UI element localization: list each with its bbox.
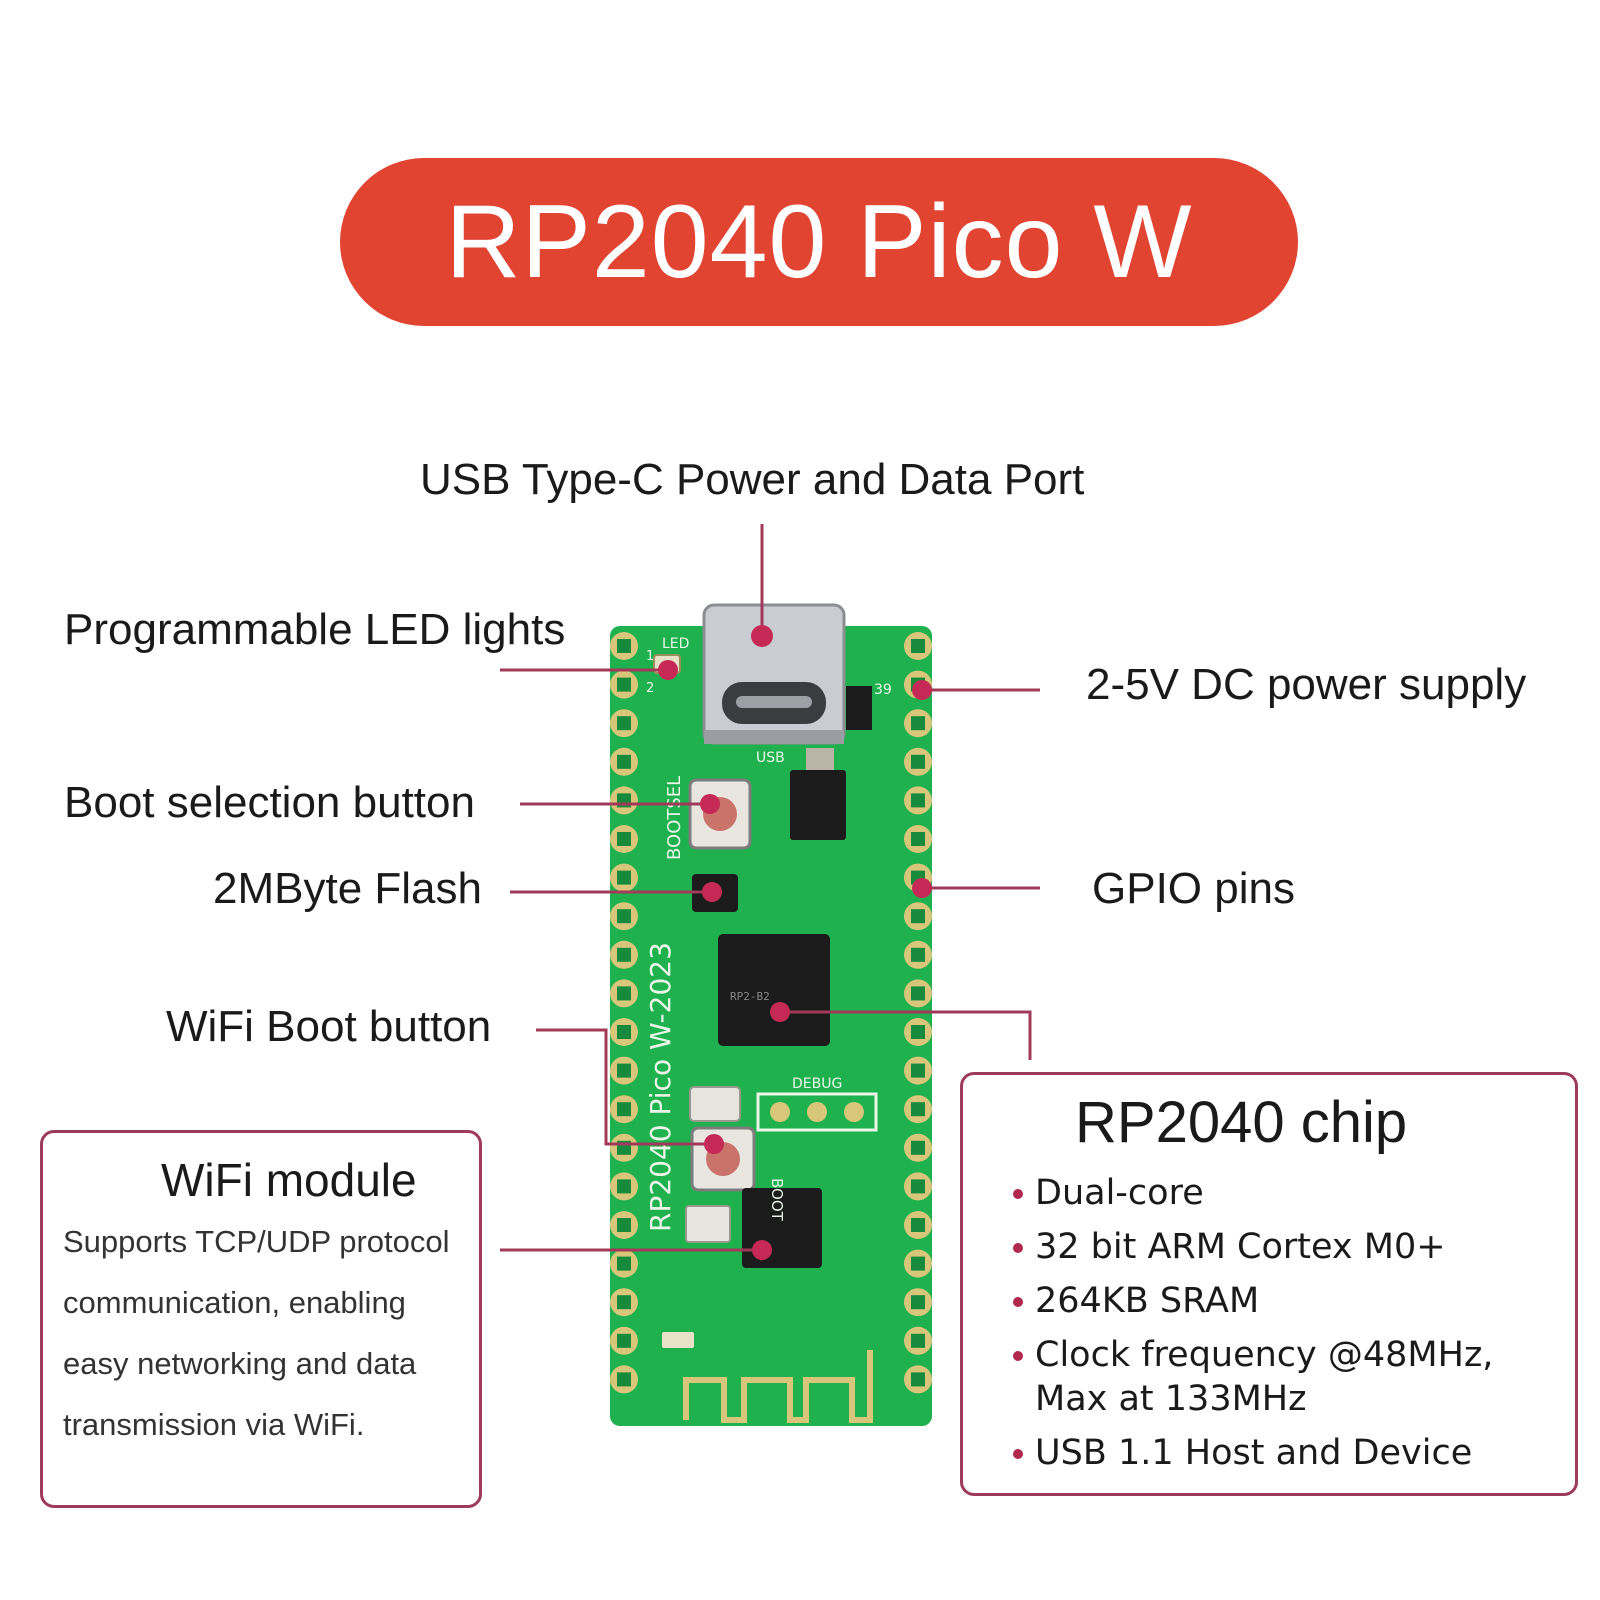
gpio-pad-hole bbox=[617, 947, 631, 962]
silkscreen-usb: USB bbox=[756, 750, 785, 766]
power-supply-label: 2-5V DC power supply bbox=[1086, 660, 1527, 709]
gpio-pad-hole bbox=[911, 1333, 925, 1348]
gpio-pad-hole bbox=[911, 1063, 925, 1078]
wifi-boot-callout-line bbox=[536, 1028, 714, 1146]
gpio-pad-hole bbox=[911, 716, 925, 731]
bootsel-label: Boot selection button bbox=[64, 778, 475, 827]
gpio-pad-hole bbox=[911, 1372, 925, 1387]
gpio-pad-hole bbox=[911, 639, 925, 653]
gpio-pad-hole bbox=[617, 1333, 631, 1348]
chip-feature-item: Clock frequency @48MHz, Max at 133MHz bbox=[1013, 1333, 1555, 1421]
gpio-pad-hole bbox=[617, 832, 631, 846]
flash-callout-dot bbox=[702, 882, 722, 902]
wifi-module-title: WiFi module bbox=[161, 1154, 417, 1206]
silkscreen-debug: DEBUG bbox=[792, 1076, 842, 1092]
gpio-pad-hole bbox=[617, 986, 631, 1001]
chip-feature-item: 32 bit ARM Cortex M0+ bbox=[1013, 1225, 1555, 1269]
gpio-pad-hole bbox=[911, 1140, 925, 1155]
wifi-module-callout-dot bbox=[752, 1240, 772, 1260]
gpio-pad-hole bbox=[911, 986, 925, 1001]
led-callout-dot bbox=[658, 660, 678, 680]
title-banner: RP2040 Pico W bbox=[340, 158, 1298, 326]
wifi-module-description: Supports TCP/UDP protocol communication,… bbox=[63, 1224, 450, 1442]
crystal bbox=[689, 1086, 741, 1122]
gpio-pad-hole bbox=[911, 1256, 925, 1271]
chip-feature-list: Dual-core 32 bit ARM Cortex M0+ 264KB SR… bbox=[1013, 1171, 1555, 1485]
silkscreen-pin2: 2 bbox=[646, 681, 654, 696]
gpio-pad-hole bbox=[617, 1218, 631, 1232]
gpio-pad-hole bbox=[911, 1295, 925, 1310]
rp2040-chip-box: RP2040 chip Dual-core 32 bit ARM Cortex … bbox=[960, 1072, 1578, 1496]
gpio-pad-hole bbox=[617, 1025, 631, 1039]
silkscreen-pin1: 1 bbox=[646, 649, 654, 664]
wifi-boot-label: WiFi Boot button bbox=[166, 1002, 492, 1051]
silkscreen-boot: BOOT bbox=[768, 1178, 786, 1222]
chip-feature-item: 264KB SRAM bbox=[1013, 1279, 1555, 1323]
gpio-pad-hole bbox=[911, 1179, 925, 1194]
chip-callout-dot bbox=[770, 1002, 790, 1022]
gpio-pad-hole bbox=[617, 1295, 631, 1310]
silkscreen-pin39: 39 bbox=[874, 682, 892, 698]
power-callout-dot bbox=[912, 680, 932, 700]
usb-callout-dot bbox=[751, 625, 773, 647]
wifi-module-box: WiFi module Supports TCP/UDP protocol co… bbox=[40, 1130, 482, 1508]
gpio-pad-hole bbox=[617, 754, 631, 769]
rp2040-main-chip bbox=[718, 934, 830, 1046]
gpio-pad-hole bbox=[617, 1256, 631, 1271]
flash-label: 2MByte Flash bbox=[213, 864, 482, 913]
gpio-pad-hole bbox=[911, 793, 925, 808]
silkscreen-board-name: RP2040 Pico W-2023 bbox=[644, 942, 677, 1232]
debug-header bbox=[756, 1092, 878, 1132]
usb-port-label: USB Type-C Power and Data Port bbox=[420, 455, 1085, 504]
gpio-pad-hole bbox=[911, 947, 925, 962]
silkscreen-bootsel: BOOTSEL bbox=[664, 776, 685, 860]
page-title: RP2040 Pico W bbox=[445, 183, 1193, 300]
chip-marking: RP2-B2 bbox=[730, 990, 770, 1003]
silkscreen-led: LED bbox=[662, 636, 689, 652]
gpio-pad-hole bbox=[617, 1102, 631, 1117]
chip-feature-item: Dual-core bbox=[1013, 1171, 1555, 1215]
chip-callout-line bbox=[780, 1010, 1032, 1060]
led-label: Programmable LED lights bbox=[64, 605, 566, 654]
gpio-pad-hole bbox=[911, 754, 925, 769]
gpio-callout-dot bbox=[912, 878, 932, 898]
antenna-trace bbox=[683, 1350, 873, 1423]
gpio-pad-hole bbox=[911, 832, 925, 846]
gpio-pad-hole bbox=[617, 677, 631, 692]
gpio-pad-hole bbox=[617, 1372, 631, 1387]
rp2040-chip-title: RP2040 chip bbox=[1075, 1090, 1408, 1155]
wifi-boot-callout-dot bbox=[704, 1134, 724, 1154]
gpio-pad-hole bbox=[617, 909, 631, 924]
gpio-pad-hole bbox=[617, 1179, 631, 1194]
bootsel-callout-dot bbox=[700, 794, 720, 814]
gpio-pad-hole bbox=[617, 1063, 631, 1078]
gpio-label: GPIO pins bbox=[1092, 864, 1295, 913]
gpio-pad-hole bbox=[617, 639, 631, 653]
gpio-pad-hole bbox=[911, 909, 925, 924]
gpio-pad-hole bbox=[911, 1218, 925, 1232]
gpio-pad-hole bbox=[911, 1102, 925, 1117]
gpio-pad-hole bbox=[911, 1025, 925, 1039]
regulator bbox=[790, 770, 846, 840]
gpio-pad-hole bbox=[617, 870, 631, 885]
gpio-pad-hole bbox=[617, 716, 631, 731]
chip-feature-item: USB 1.1 Host and Device bbox=[1013, 1431, 1555, 1475]
